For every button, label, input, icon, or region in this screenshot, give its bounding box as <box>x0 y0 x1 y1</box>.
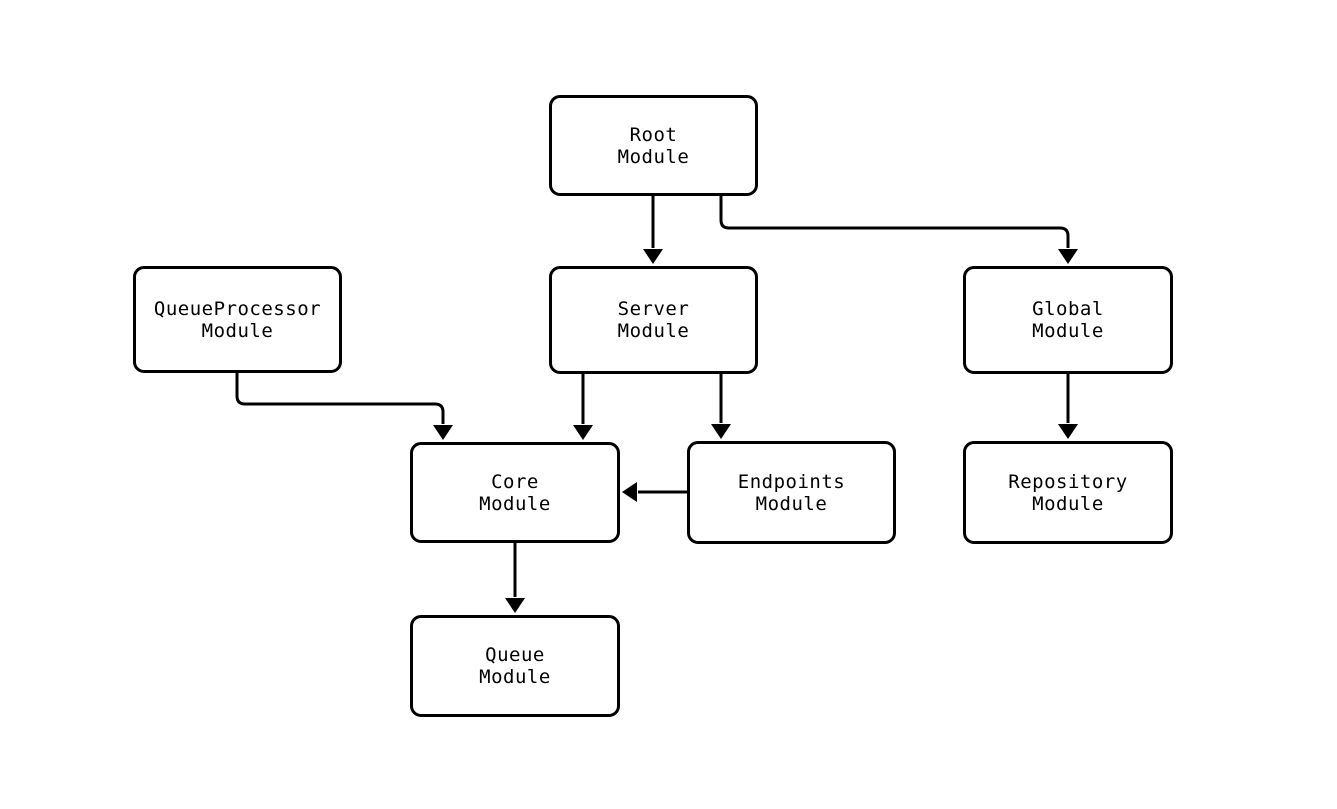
edge-root-global <box>719 196 1078 264</box>
edge-root-server <box>643 196 663 264</box>
edge-server-core <box>573 374 593 440</box>
edge-global-repository <box>1058 374 1078 439</box>
node-label-name: Server <box>617 298 690 320</box>
node-label-suffix: Module <box>201 319 274 342</box>
edge-endpoints-core <box>622 482 687 502</box>
node-label-suffix: Module <box>1032 320 1104 342</box>
node-label-name: Repository <box>1008 470 1128 493</box>
node-label-name: Root <box>629 123 678 146</box>
node-label-suffix: Module <box>617 320 690 342</box>
node-label-suffix: Module <box>617 145 690 168</box>
node-label-name: Core <box>491 470 539 493</box>
arrowhead <box>622 482 637 502</box>
node-label-suffix: Module <box>1032 492 1104 515</box>
arrowhead <box>573 425 593 440</box>
node-label-name: Queue <box>485 644 545 666</box>
edge-core-queue <box>505 543 525 613</box>
arrowhead <box>643 249 663 264</box>
arrowhead <box>1058 424 1078 439</box>
node-label-suffix: Module <box>755 492 828 515</box>
node-label-name: QueueProcessor <box>153 297 322 320</box>
arrowhead <box>433 425 453 440</box>
node-label-name: Endpoints <box>737 470 846 493</box>
arrowhead <box>711 424 731 439</box>
arrowhead <box>1058 249 1078 264</box>
node-label-suffix: Module <box>479 492 551 515</box>
edge-server-endpoints <box>711 374 731 439</box>
edge-queueprocessor-core <box>235 373 453 440</box>
arrowhead <box>505 598 525 613</box>
node-label-name: Global <box>1032 298 1104 320</box>
node-label-suffix: Module <box>479 666 551 688</box>
